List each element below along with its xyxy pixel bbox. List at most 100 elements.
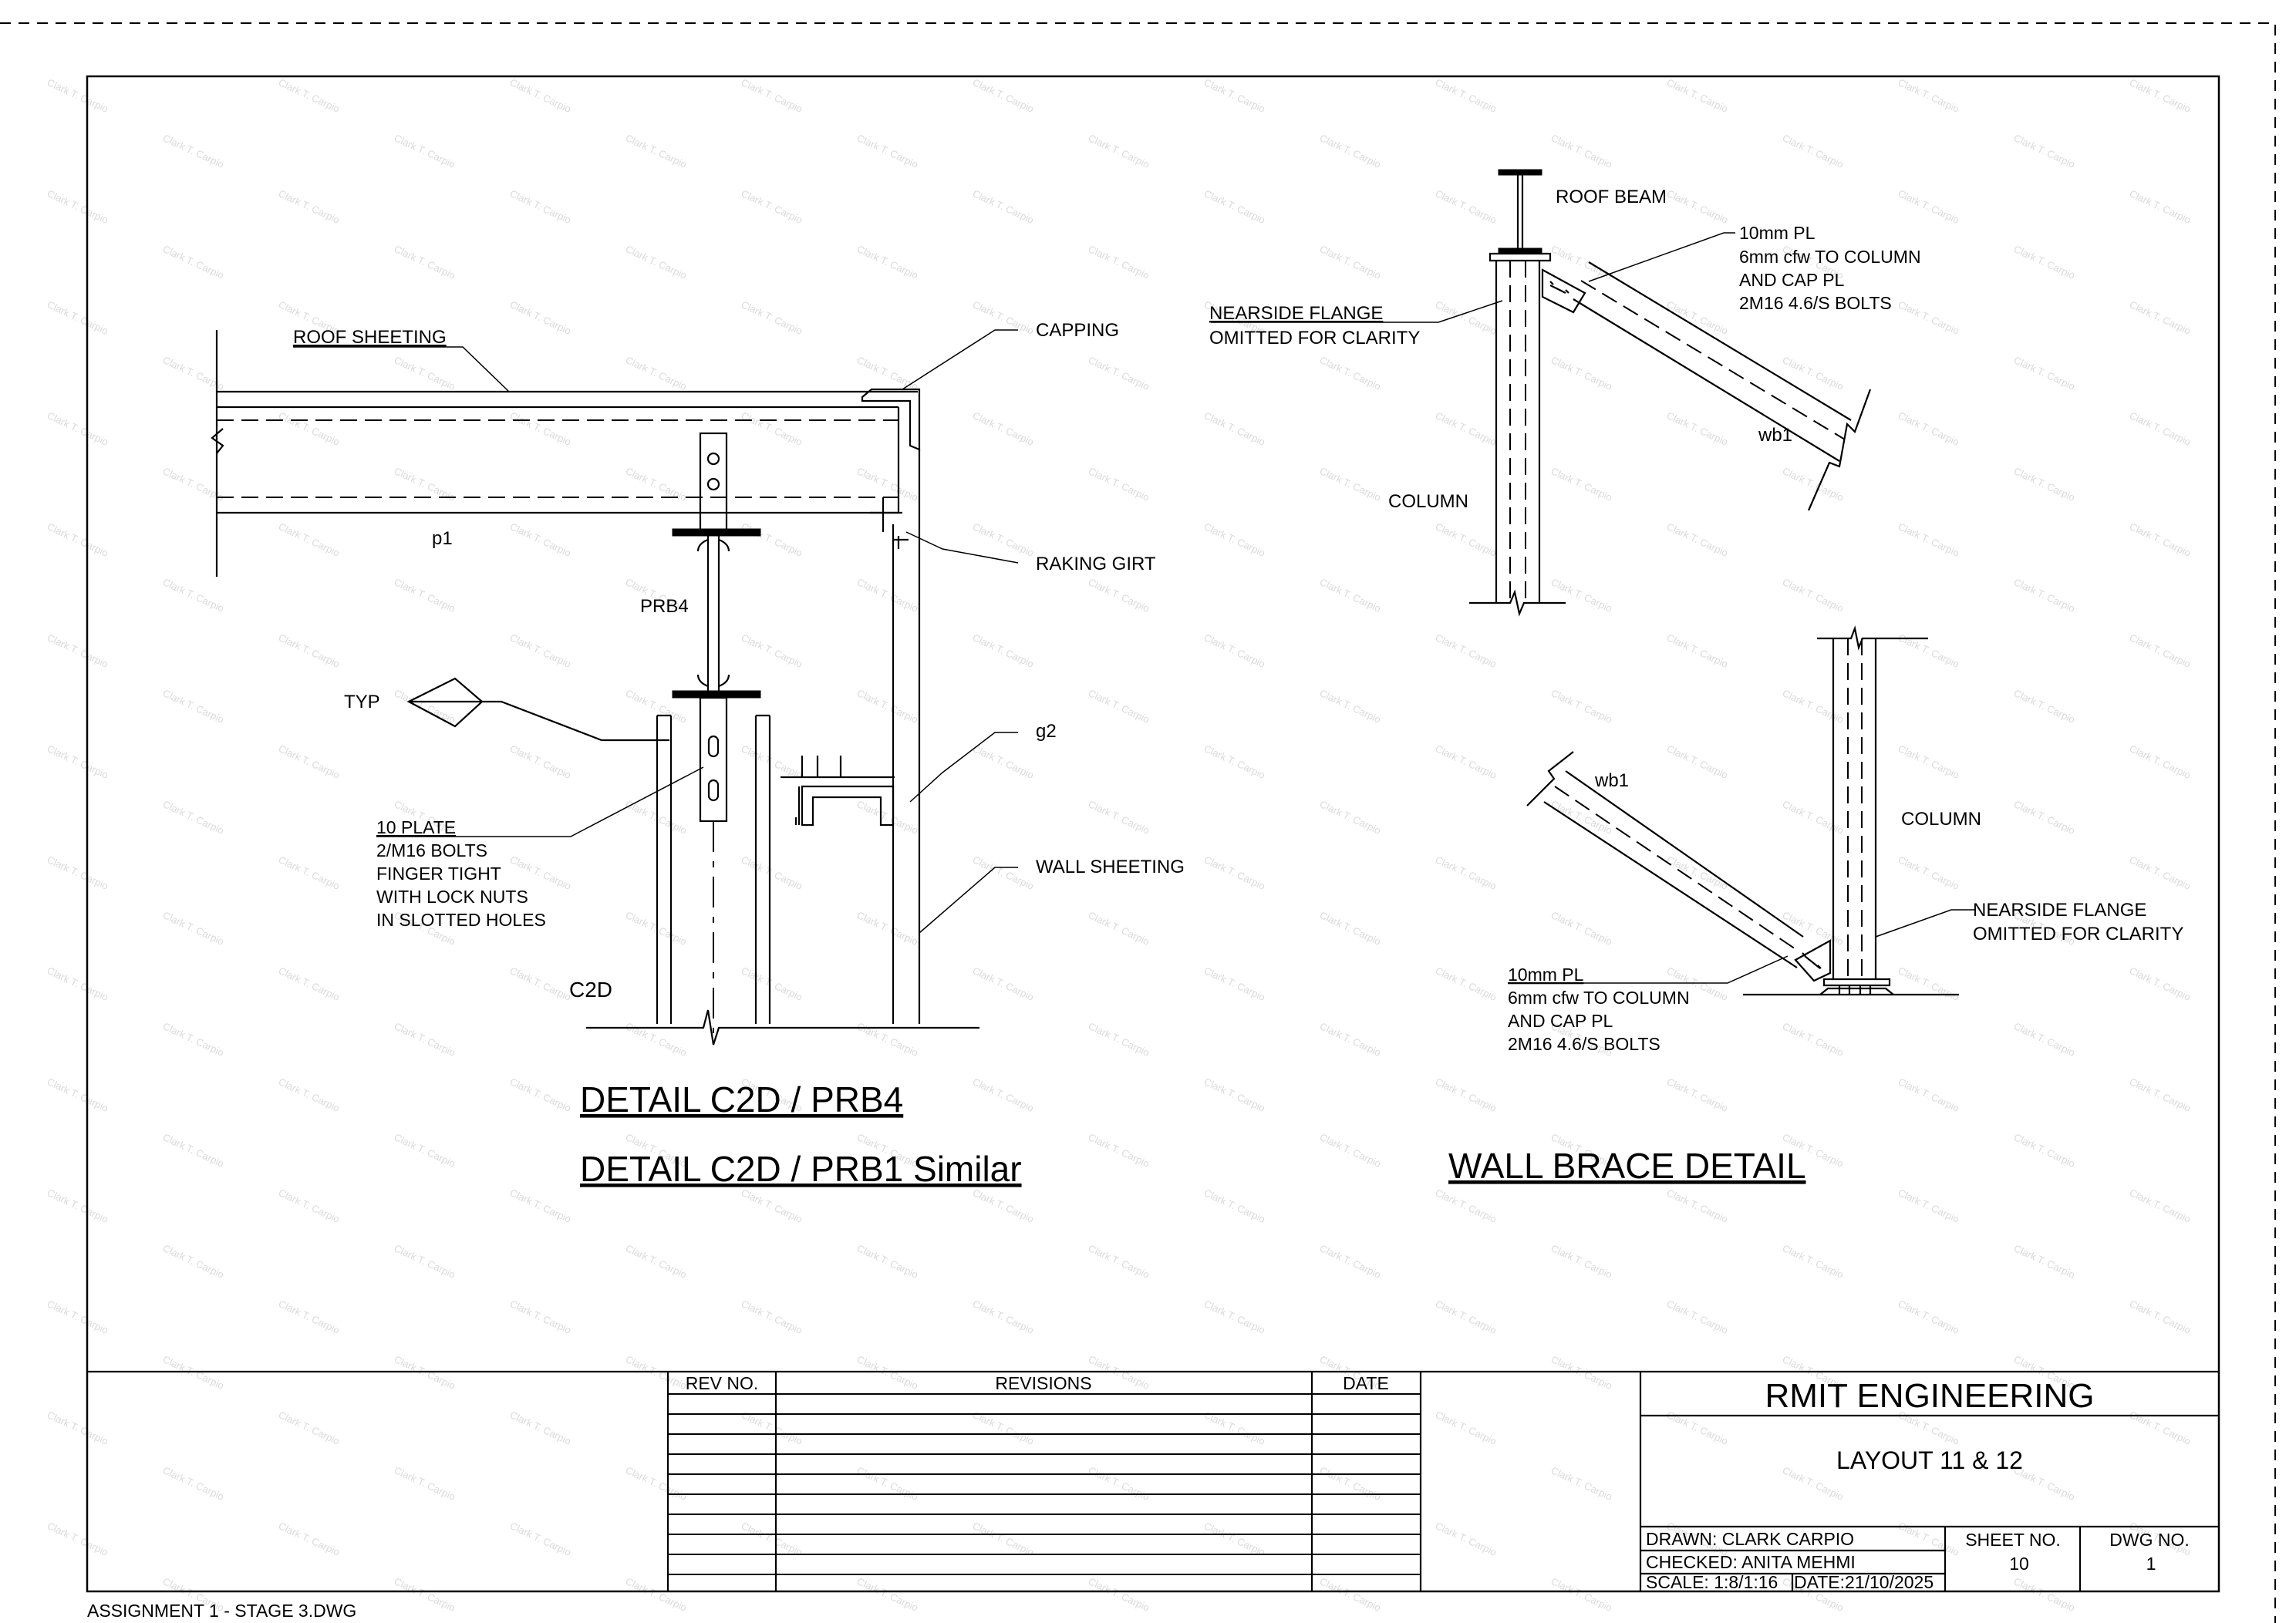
- watermark-text: Clark T. Carpio: [393, 1020, 457, 1059]
- watermark-text: Clark T. Carpio: [1318, 243, 1383, 281]
- watermark-text: Clark T. Carpio: [393, 354, 457, 392]
- watermark-text: Clark T. Carpio: [1318, 576, 1383, 615]
- watermark-text: Clark T. Carpio: [508, 520, 573, 559]
- watermark-text: Clark T. Carpio: [1665, 409, 1730, 448]
- watermark-text: Clark T. Carpio: [2012, 132, 2077, 170]
- watermark-text: Clark T. Carpio: [1665, 854, 1730, 892]
- label-roof-beam: ROOF BEAM: [1556, 187, 1667, 207]
- watermark-text: Clark T. Carpio: [740, 631, 804, 670]
- detail-title-wall-brace: WALL BRACE DETAIL: [1448, 1146, 1806, 1186]
- watermark-text: Clark T. Carpio: [277, 1520, 342, 1558]
- watermark-text: Clark T. Carpio: [971, 187, 1036, 226]
- watermark-text: Clark T. Carpio: [1087, 1242, 1151, 1281]
- watermark-text: Clark T. Carpio: [46, 1076, 110, 1114]
- watermark-text: Clark T. Carpio: [508, 1298, 573, 1336]
- watermark-text: Clark T. Carpio: [1434, 520, 1499, 559]
- label-top-note-line3: AND CAP PL: [1739, 270, 1845, 290]
- watermark-text: Clark T. Carpio: [1087, 243, 1151, 281]
- label-typ: TYP: [344, 692, 380, 712]
- watermark-text: Clark T. Carpio: [1665, 187, 1730, 226]
- watermark-text: Clark T. Carpio: [1549, 465, 1614, 503]
- watermark-text: Clark T. Carpio: [1549, 1464, 1614, 1503]
- watermark-text: Clark T. Carpio: [393, 1575, 457, 1614]
- watermark-text: Clark T. Carpio: [508, 1076, 573, 1114]
- label-top-note-line1: 10mm PL: [1739, 223, 1816, 243]
- watermark-text: Clark T. Carpio: [2128, 1409, 2193, 1447]
- watermark-text: Clark T. Carpio: [2128, 631, 2193, 670]
- watermark-text: Clark T. Carpio: [1202, 631, 1267, 670]
- sheet-border: [0, 22, 2276, 1623]
- watermark-text: Clark T. Carpio: [971, 742, 1036, 781]
- watermark-text: Clark T. Carpio: [855, 1575, 920, 1614]
- watermark-text: Clark T. Carpio: [1781, 132, 1846, 170]
- watermark-text: Clark T. Carpio: [277, 1076, 342, 1114]
- watermark-text: Clark T. Carpio: [1896, 965, 1961, 1003]
- watermark-text: Clark T. Carpio: [1087, 798, 1151, 837]
- watermark-text: Clark T. Carpio: [1665, 742, 1730, 781]
- watermark-text: Clark T. Carpio: [2128, 76, 2193, 115]
- watermark-text: Clark T. Carpio: [46, 409, 110, 448]
- company-name: RMIT ENGINEERING: [1765, 1377, 2094, 1415]
- watermark-text: Clark T. Carpio: [1896, 298, 1961, 337]
- watermark-text: Clark T. Carpio: [393, 243, 457, 281]
- watermark-text: Clark T. Carpio: [508, 631, 573, 670]
- watermark-text: Clark T. Carpio: [46, 1298, 110, 1336]
- watermark-text: Clark T. Carpio: [740, 854, 804, 892]
- label-prb4: PRB4: [640, 596, 689, 617]
- watermark-text: Clark T. Carpio: [740, 520, 804, 559]
- watermark-text: Clark T. Carpio: [971, 409, 1036, 448]
- watermark-text: Clark T. Carpio: [2012, 576, 2077, 615]
- watermark-text: Clark T. Carpio: [46, 1409, 110, 1447]
- watermark-text: Clark T. Carpio: [1202, 965, 1267, 1003]
- watermark-text: Clark T. Carpio: [277, 631, 342, 670]
- watermark-text: Clark T. Carpio: [508, 1409, 573, 1447]
- watermark-text: Clark T. Carpio: [277, 76, 342, 115]
- watermark-text: Clark T. Carpio: [1087, 132, 1151, 170]
- watermark-text: Clark T. Carpio: [855, 909, 920, 948]
- watermark-text: Clark T. Carpio: [1549, 132, 1614, 170]
- watermark-text: Clark T. Carpio: [161, 687, 226, 726]
- watermark-text: Clark T. Carpio: [2012, 243, 2077, 281]
- watermark-text: Clark T. Carpio: [1434, 631, 1499, 670]
- label-bottom-note-line2: 6mm cfw TO COLUMN: [1508, 988, 1690, 1008]
- watermark-text: Clark T. Carpio: [46, 854, 110, 892]
- watermark-text: Clark T. Carpio: [1318, 687, 1383, 726]
- watermark-text: Clark T. Carpio: [46, 742, 110, 781]
- watermark-text: Clark T. Carpio: [855, 132, 920, 170]
- watermark-text: Clark T. Carpio: [1318, 1131, 1383, 1170]
- watermark-text: Clark T. Carpio: [1202, 1520, 1267, 1558]
- watermark-text: Clark T. Carpio: [971, 76, 1036, 115]
- watermark-text: Clark T. Carpio: [1318, 909, 1383, 948]
- watermark-text: Clark T. Carpio: [971, 298, 1036, 337]
- label-nearside-top-line2: OMITTED FOR CLARITY: [1209, 328, 1420, 349]
- watermark-text: Clark T. Carpio: [1202, 76, 1267, 115]
- watermark-text: Clark T. Carpio: [2128, 1076, 2193, 1114]
- watermark-text: Clark T. Carpio: [1781, 798, 1846, 837]
- watermark-text: Clark T. Carpio: [1896, 742, 1961, 781]
- label-column-top: COLUMN: [1388, 491, 1468, 512]
- watermark-text: Clark T. Carpio: [277, 1187, 342, 1225]
- watermark-text: Clark T. Carpio: [1549, 687, 1614, 726]
- label-plate-line1: 10 PLATE: [376, 817, 456, 837]
- watermark-text: Clark T. Carpio: [2012, 1575, 2077, 1614]
- watermark-text: Clark T. Carpio: [1434, 298, 1499, 337]
- watermark-text: Clark T. Carpio: [2128, 520, 2193, 559]
- watermark-text: Clark T. Carpio: [1202, 742, 1267, 781]
- watermark-text: Clark T. Carpio: [508, 298, 573, 337]
- watermark-text: Clark T. Carpio: [971, 1298, 1036, 1336]
- watermark-text: Clark T. Carpio: [740, 76, 804, 115]
- watermark-text: Clark T. Carpio: [508, 76, 573, 115]
- watermark-text: Clark T. Carpio: [740, 409, 804, 448]
- date-header: DATE: [1343, 1373, 1389, 1393]
- watermark-text: Clark T. Carpio: [1318, 132, 1383, 170]
- drawing-date: DATE:21/10/2025: [1794, 1572, 1934, 1592]
- watermark-text: Clark T. Carpio: [2128, 854, 2193, 892]
- watermark-text: Clark T. Carpio: [393, 576, 457, 615]
- watermark-text: Clark T. Carpio: [46, 1187, 110, 1225]
- watermark-text: Clark T. Carpio: [161, 798, 226, 837]
- watermark-text: Clark T. Carpio: [1318, 1242, 1383, 1281]
- watermark-text: Clark T. Carpio: [1665, 1187, 1730, 1225]
- watermark-text: Clark T. Carpio: [1318, 1575, 1383, 1614]
- watermark-text: Clark T. Carpio: [624, 354, 689, 392]
- wall-brace-detail-top: ROOF BEAM 10mm PL 6mm cfw TO COLUMN AND …: [1209, 169, 1921, 617]
